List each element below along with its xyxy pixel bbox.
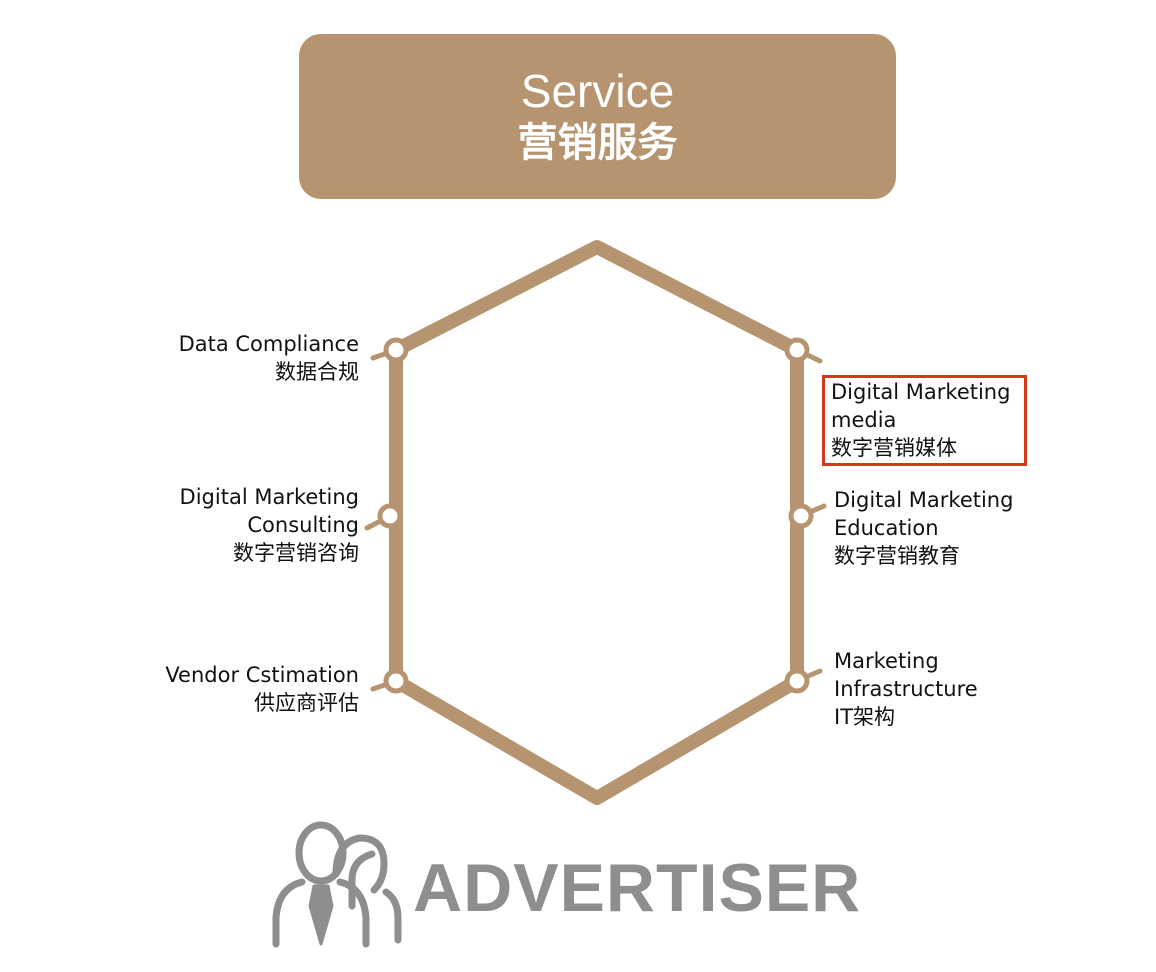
service-label-en: Vendor Cstimation — [165, 663, 359, 687]
service-label-zh: IT架构 — [834, 705, 896, 729]
advertiser-label: ADVERTISER — [413, 850, 862, 926]
service-label-zh: 数据合规 — [275, 360, 359, 384]
service-label-en: Marketing — [834, 649, 939, 673]
service-label-en: Digital Marketing — [179, 485, 359, 509]
node-right-2 — [788, 503, 814, 529]
service-digital-marketing-education: Digital Marketing Education 数字营销教育 — [834, 486, 1013, 570]
node-left-3 — [383, 668, 409, 694]
service-label-zh: 数字营销媒体 — [831, 436, 957, 460]
service-label-en: Data Compliance — [178, 332, 359, 356]
service-label-en-2: Infrastructure — [834, 677, 978, 701]
service-marketing-infrastructure: Marketing Infrastructure IT架构 — [834, 647, 978, 731]
service-label-zh: 数字营销教育 — [834, 544, 960, 568]
service-label-en-2: Education — [834, 516, 939, 540]
service-data-compliance: Data Compliance 数据合规 — [150, 330, 359, 386]
service-label-en-2: media — [831, 408, 897, 432]
node-right-3 — [784, 668, 810, 694]
hexagon-outline — [389, 240, 804, 805]
service-digital-marketing-media: Digital Marketing media 数字营销媒体 — [831, 378, 1010, 462]
service-label-en: Digital Marketing — [831, 380, 1011, 404]
header-title-zh: 营销服务 — [517, 119, 678, 166]
service-label-en: Digital Marketing — [834, 488, 1014, 512]
service-digital-marketing-consulting: Digital Marketing Consulting 数字营销咨询 — [150, 483, 359, 567]
node-right-1 — [784, 337, 810, 363]
service-header: Service 营销服务 — [299, 34, 896, 199]
service-label-en-2: Consulting — [247, 513, 359, 537]
highlight-box — [822, 375, 1027, 466]
node-left-1 — [383, 337, 409, 363]
people-icon — [272, 821, 402, 948]
node-left-2 — [377, 503, 403, 529]
service-label-zh: 数字营销咨询 — [233, 541, 359, 565]
service-vendor-estimation: Vendor Cstimation 供应商评估 — [130, 661, 359, 717]
header-title-en: Service — [520, 64, 675, 117]
service-label-zh: 供应商评估 — [254, 691, 359, 715]
